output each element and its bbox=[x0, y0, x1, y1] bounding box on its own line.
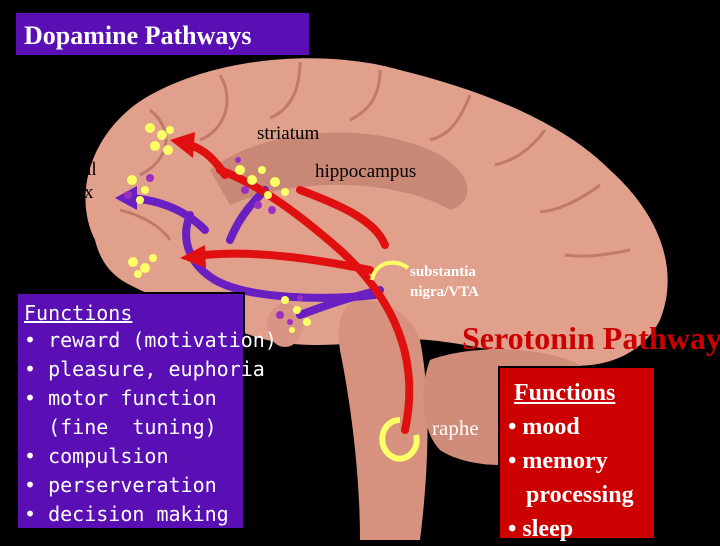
dopamine-function-item: (fine tuning) bbox=[24, 415, 217, 439]
page-title: Dopamine Pathways bbox=[14, 11, 311, 57]
mesocortical-path bbox=[182, 211, 379, 302]
dopamine-functions-box: Functions • reward (motivation) • pleasu… bbox=[16, 292, 277, 530]
serotonin-function-item: • sleep bbox=[508, 516, 574, 542]
hippocampal-arc bbox=[296, 186, 389, 249]
neuron-cluster-striatum bbox=[235, 165, 289, 199]
raphe-marker bbox=[379, 417, 420, 462]
serotonin-pathway-title: Serotonin Pathway bbox=[462, 320, 720, 356]
serotonin-arrowheads bbox=[170, 132, 206, 268]
label-nucleus-accumbens: nucleus accumbens bbox=[256, 347, 341, 391]
neuron-cluster-sn bbox=[370, 260, 410, 281]
serotonin-function-item: • memory bbox=[508, 448, 608, 474]
serotonin-function-item: • mood bbox=[508, 414, 580, 440]
neuron-cluster-frontal bbox=[127, 175, 149, 204]
label-frontal-cortex: frontal cortex bbox=[46, 159, 97, 203]
neuron-cluster-frontal-accents bbox=[124, 174, 154, 199]
neuron-clusters bbox=[124, 123, 410, 333]
dopamine-function-item: • pleasure, euphoria bbox=[24, 357, 265, 381]
dopamine-function-item: • motor function bbox=[24, 386, 217, 410]
dopamine-function-item: • compulsion bbox=[24, 444, 169, 468]
dopamine-function-item: • reward (motivation) bbox=[24, 328, 277, 352]
raphe-ascending bbox=[216, 166, 414, 434]
neuron-cluster-top bbox=[145, 123, 174, 155]
brainstem bbox=[338, 300, 428, 540]
label-substantia-nigra: substantia nigra/VTA bbox=[410, 264, 479, 300]
arrowhead-cortex bbox=[170, 132, 195, 158]
neuron-cluster-lower bbox=[128, 254, 157, 278]
dopamine-function-item: • decision making bbox=[24, 502, 229, 526]
dopamine-functions-heading: Functions bbox=[24, 301, 133, 325]
neuron-cluster-accumbens bbox=[281, 296, 311, 333]
serotonin-functions-heading: Functions bbox=[514, 380, 616, 406]
label-hippocampus: hippocampus bbox=[315, 161, 417, 182]
neuron-cluster-striatum-accents bbox=[235, 157, 276, 214]
serotonin-function-item: processing bbox=[508, 482, 634, 508]
lower-cortical bbox=[201, 249, 374, 274]
label-striatum: striatum bbox=[257, 123, 320, 144]
dopamine-function-item: • perserveration bbox=[24, 473, 217, 497]
label-raphe: raphe bbox=[432, 416, 479, 440]
arrowhead-frontal-lower bbox=[180, 245, 206, 268]
corpus-callosum bbox=[210, 132, 468, 210]
serotonin-functions-box: Functions • mood • memory processing • s… bbox=[498, 366, 656, 542]
neuron-cluster-accumbens-accents bbox=[276, 295, 303, 325]
nucleus-accumbens-region bbox=[267, 303, 303, 347]
